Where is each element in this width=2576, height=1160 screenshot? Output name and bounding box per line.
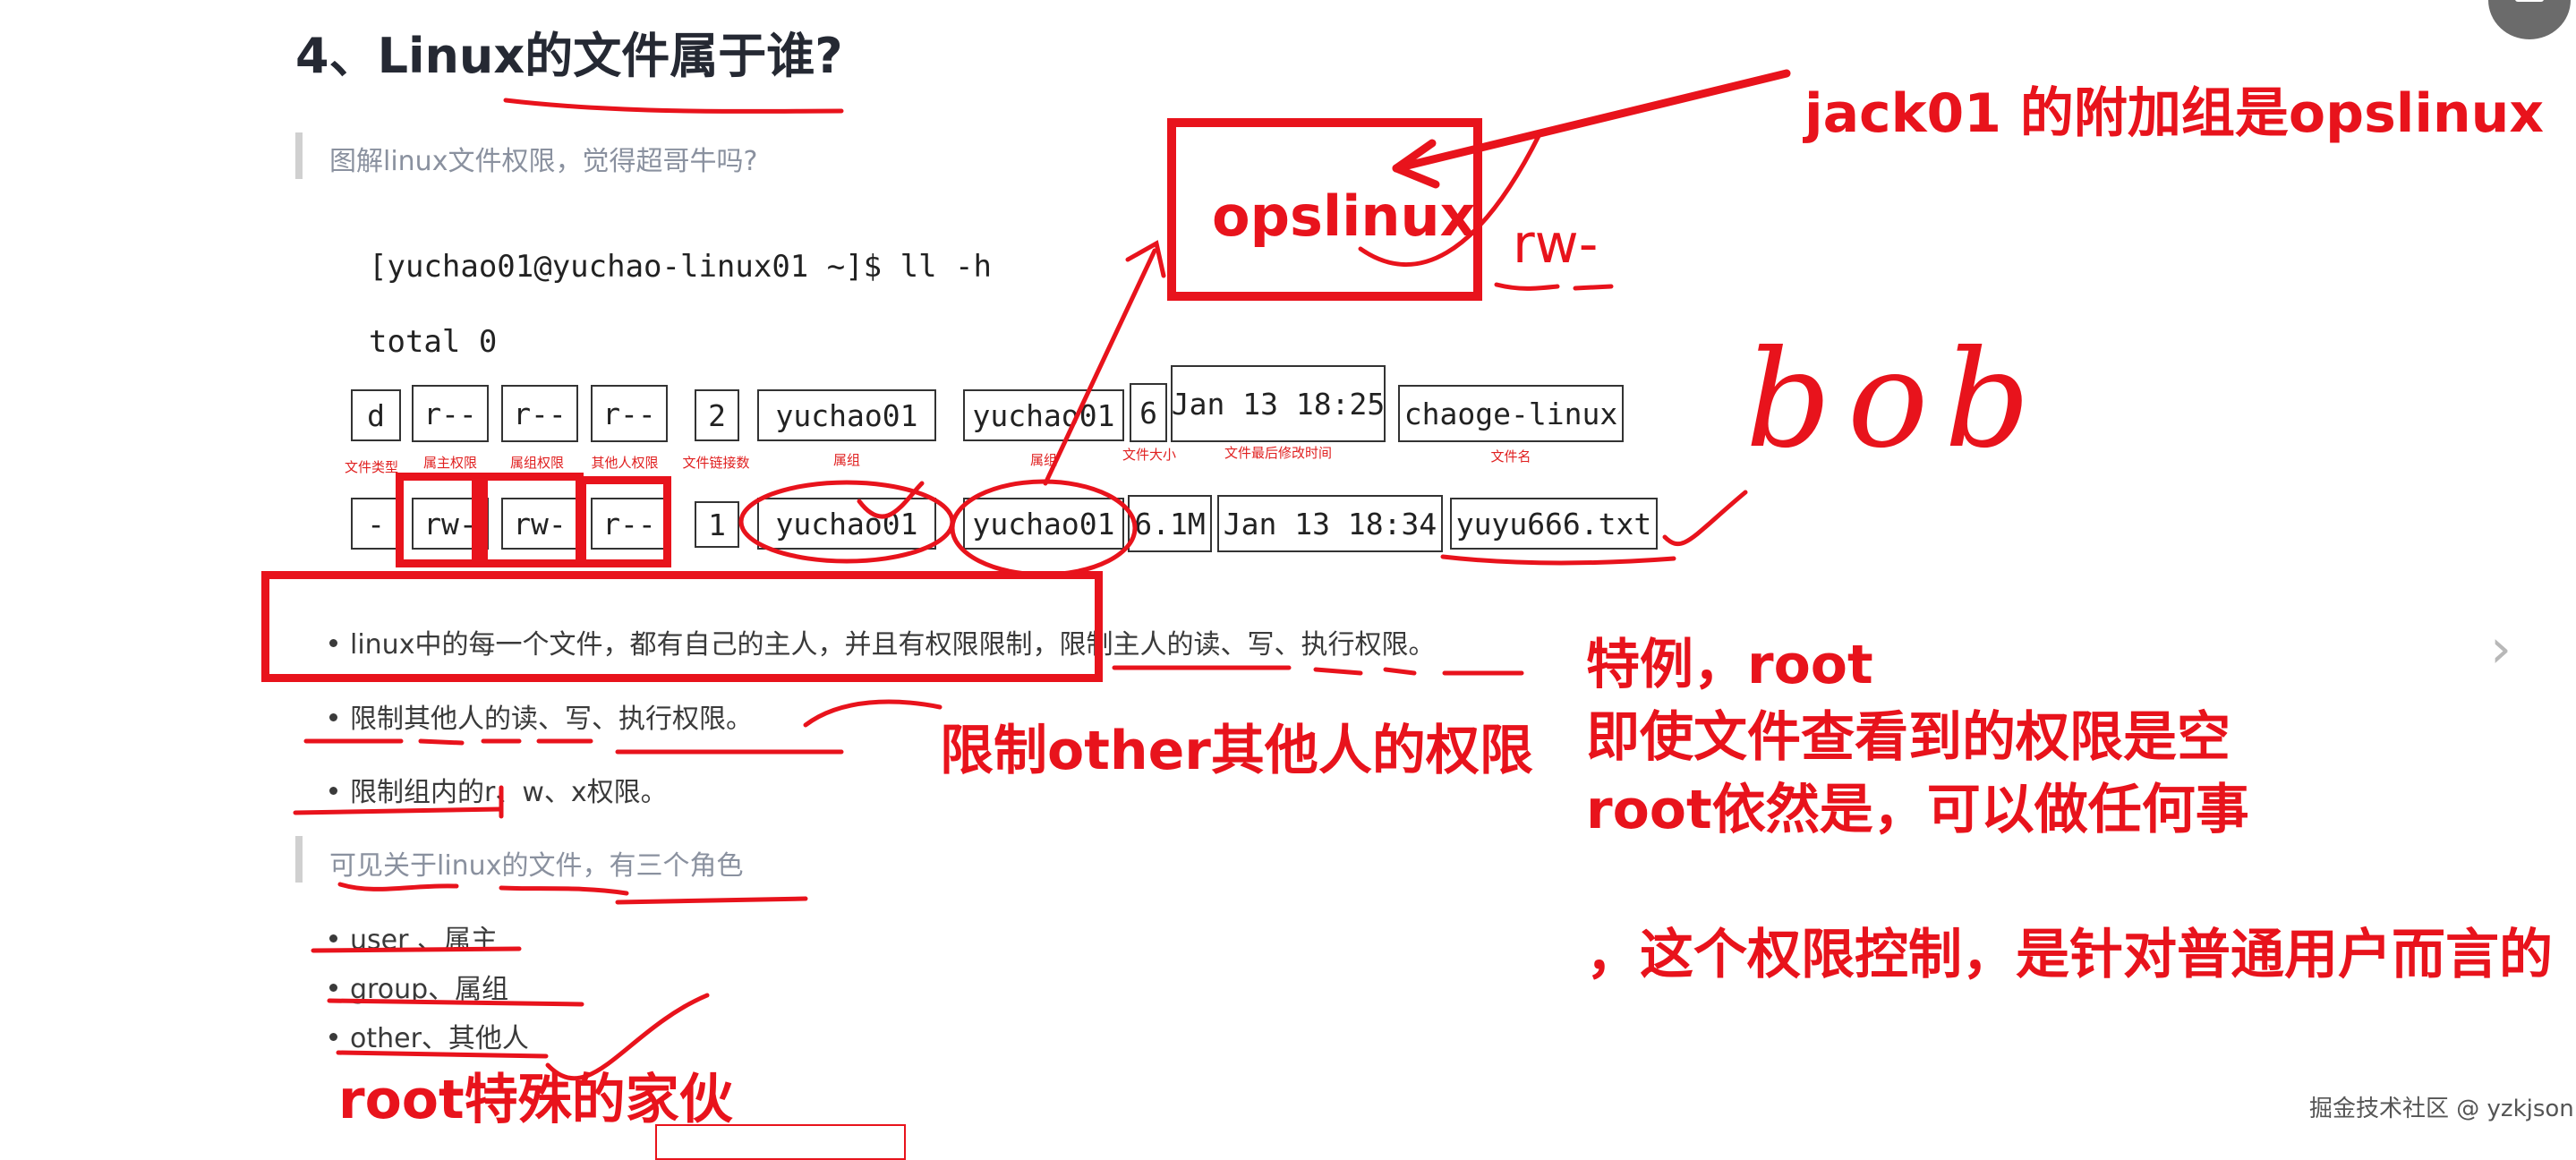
caption-other-perm: 其他人权限 xyxy=(591,455,659,471)
terminal-command: [yuchao01@yuchao-linux01 ~]$ ll -h xyxy=(369,249,992,285)
list-item: 限制组内的r、w、x权限。 xyxy=(329,770,668,809)
cell-size: 6 xyxy=(1130,383,1167,442)
cell-owner-perm: r-- xyxy=(412,385,489,442)
list-item-text: other、其他人 xyxy=(350,1023,529,1054)
list-item: other、其他人 xyxy=(329,1016,529,1055)
quote-bar xyxy=(295,836,303,883)
caption-file-type: 文件类型 xyxy=(344,459,399,475)
bullet-dot xyxy=(329,1033,337,1041)
group-annotation-label: opslinux xyxy=(1212,183,1476,249)
caption-link-count: 文件链接数 xyxy=(682,455,750,471)
root-note: 特例，root xyxy=(1586,634,1873,696)
cell-link-count: 2 xyxy=(695,389,739,441)
root-special-note: root特殊的家伙 xyxy=(338,1069,733,1131)
list-item-text: 限制其他人的读、写、执行权限。 xyxy=(350,704,753,735)
cell-group: yuchao01 xyxy=(963,389,1124,441)
cell-owner: yuchao01 xyxy=(757,498,936,550)
quote-bar xyxy=(295,132,303,179)
bullet-dot xyxy=(329,713,337,721)
partial-box xyxy=(655,1124,906,1160)
cell-link-count: 1 xyxy=(695,501,739,548)
caption-filename: 文件名 xyxy=(1490,448,1531,465)
handwritten-bob: bob xyxy=(1745,322,2047,478)
cell-owner: yuchao01 xyxy=(757,389,936,441)
list-item: linux中的每一个文件，都有自己的主人，并且有权限限制，限制主人的读、写、执行… xyxy=(329,622,1435,661)
owner-perm-highlight xyxy=(396,473,480,567)
root-note: root依然是，可以做任何事 xyxy=(1586,779,2249,841)
cell-file-type: d xyxy=(351,389,401,441)
quote-text: 可见关于linux的文件，有三个角色 xyxy=(329,850,744,882)
caption-owner-perm: 属主权限 xyxy=(422,455,478,471)
cell-mtime: Jan 13 18:25 xyxy=(1171,365,1386,442)
caption-size: 文件大小 xyxy=(1122,447,1177,463)
bullet-dot xyxy=(329,934,337,942)
list-item-text: 限制组内的r、w、x权限。 xyxy=(350,777,668,808)
page-title: 4、Linux的文件属于谁? xyxy=(295,28,843,84)
menu-icon xyxy=(2515,0,2544,2)
quote-text: 图解linux文件权限，觉得超哥牛吗? xyxy=(329,146,758,177)
bullet-dot xyxy=(329,984,337,992)
cell-group: yuchao01 xyxy=(963,498,1124,550)
other-perm-highlight xyxy=(578,476,671,567)
bullet-highlight-box xyxy=(261,571,1103,682)
list-item: 限制其他人的读、写、执行权限。 xyxy=(329,696,753,736)
caption-group-perm: 属组权限 xyxy=(509,455,565,471)
cell-filename: yuyu666.txt xyxy=(1450,498,1658,550)
caption-owner: 属组 xyxy=(832,452,861,468)
terminal-total: total 0 xyxy=(369,324,498,360)
cell-size: 6.1M xyxy=(1128,495,1212,552)
bullet-dot xyxy=(329,639,337,647)
group-perm-note: rw- xyxy=(1513,213,1599,276)
cell-filename: chaoge-linux xyxy=(1398,385,1624,442)
supplementary-group-note: jack01 的附加组是opslinux xyxy=(1804,82,2545,145)
cell-group-perm: rw- xyxy=(501,498,578,550)
cell-file-type: - xyxy=(351,498,401,550)
cell-group-perm: r-- xyxy=(501,385,578,442)
caption-mtime: 文件最后修改时间 xyxy=(1224,445,1333,461)
root-note: ，这个权限控制，是针对普通用户而言的 xyxy=(1586,924,2553,986)
group-annotation-box xyxy=(1167,118,1482,301)
cell-mtime: Jan 13 18:34 xyxy=(1217,495,1443,552)
chevron-right-icon[interactable]: › xyxy=(2490,618,2512,680)
list-item-text: linux中的每一个文件，都有自己的主人，并且有权限限制，限制主人的读、写、执行… xyxy=(350,629,1436,661)
bullet-dot xyxy=(329,787,337,795)
other-limit-note: 限制other其他人的权限 xyxy=(940,720,1533,782)
watermark: 掘金技术社区 @ yzkjson xyxy=(2309,1096,2574,1122)
root-note: 即使文件查看到的权限是空 xyxy=(1586,706,2231,769)
cell-other-perm: r-- xyxy=(591,385,668,442)
caption-group: 属组 xyxy=(1029,452,1058,468)
